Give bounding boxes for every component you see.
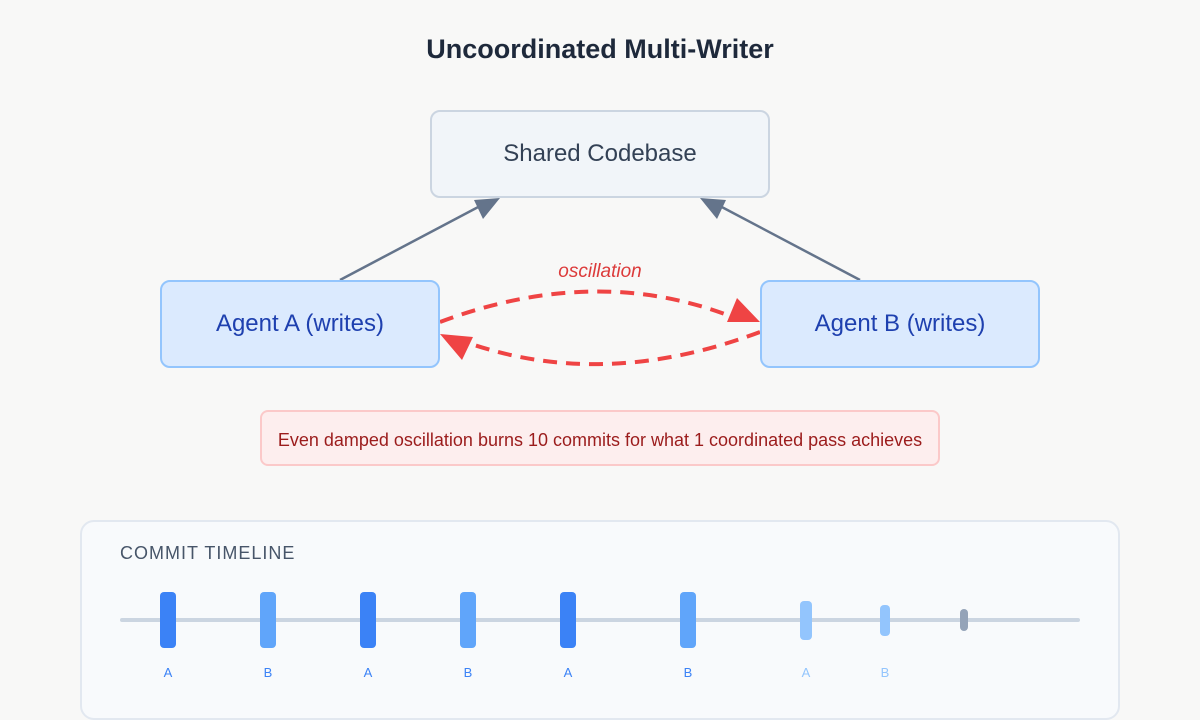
commit-label: B <box>463 665 473 680</box>
arrowhead-oscillation-to-b <box>727 298 760 322</box>
shared-codebase-label: Shared Codebase <box>503 140 697 167</box>
arrowhead-oscillation-to-a <box>440 334 473 360</box>
diagram-title: Uncoordinated Multi-Writer <box>426 34 774 64</box>
agent-b-label: Agent B (writes) <box>814 310 986 337</box>
commit-label: B <box>683 665 693 680</box>
edges-layer <box>339 198 861 367</box>
commit-mark <box>800 600 812 640</box>
callout-box <box>260 410 940 466</box>
arrowhead-agent-b-to-shared <box>700 198 726 219</box>
agent-a-label: Agent A (writes) <box>215 310 385 337</box>
callout-text: Even damped oscillation burns 10 commits… <box>277 430 923 450</box>
commit-timeline-title: COMMIT TIMELINE <box>120 543 296 563</box>
commit-label: A <box>563 665 573 680</box>
arrowhead-agent-a-to-shared <box>474 198 500 219</box>
edge-agent-a-to-shared <box>339 203 483 282</box>
commit-mark <box>360 592 376 648</box>
commit-mark <box>680 592 696 648</box>
commit-mark <box>460 592 476 648</box>
commit-mark <box>160 592 176 648</box>
agent-a-node: Agent A (writes) <box>160 280 440 368</box>
commit-label: A <box>801 665 811 680</box>
agent-b-node: Agent B (writes) <box>760 280 1040 368</box>
commit-mark <box>960 609 968 631</box>
commit-mark <box>560 592 576 648</box>
commit-mark <box>880 604 890 636</box>
commit-label: B <box>263 665 273 680</box>
commit-label: B <box>880 665 890 680</box>
edge-agent-b-to-shared <box>717 203 861 282</box>
oscillation-arc-a-to-b <box>439 289 741 324</box>
commit-label: A <box>163 665 173 680</box>
commit-mark <box>260 592 276 648</box>
timeline-track <box>120 618 1080 622</box>
oscillation-arc-b-to-a <box>459 330 761 367</box>
shared-codebase-node: Shared Codebase <box>430 110 770 198</box>
oscillation-label: oscillation <box>558 261 642 282</box>
commit-label: A <box>363 665 373 680</box>
